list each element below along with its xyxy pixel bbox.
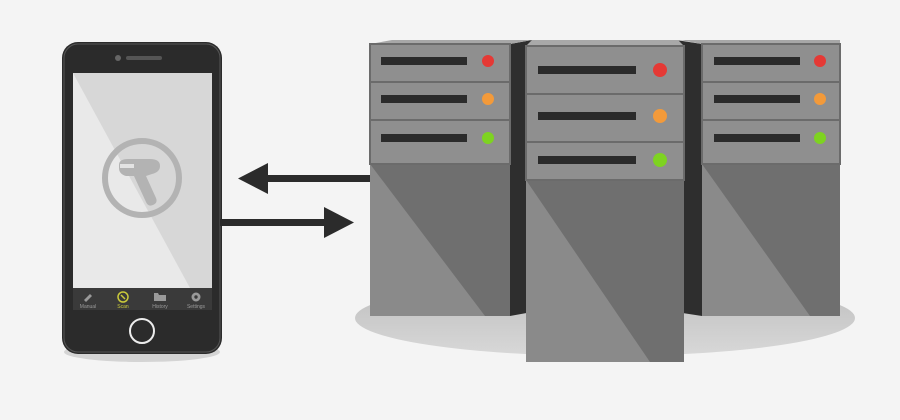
led-orange [482, 93, 494, 105]
led-red [482, 55, 494, 67]
tab-label-manual: Manual [80, 304, 96, 310]
tab-history[interactable]: History [152, 293, 168, 310]
led-orange [653, 109, 667, 123]
tab-scan[interactable]: Scan [117, 291, 129, 310]
front-camera-icon [115, 55, 121, 61]
smartphone: Manual Scan History Settings [62, 42, 222, 362]
folder-icon [154, 293, 166, 301]
home-button[interactable] [129, 318, 155, 344]
led-green [814, 132, 826, 144]
tab-settings[interactable]: Settings [187, 292, 206, 311]
server-middle [525, 40, 685, 362]
led-green [482, 132, 494, 144]
server-right [676, 40, 841, 316]
phone-bezel-highlight [63, 43, 221, 353]
scan-icon [117, 291, 129, 303]
speaker-grille [126, 56, 162, 60]
arrow-left-icon [238, 163, 370, 194]
led-red [653, 63, 667, 77]
tab-label-history: History [152, 304, 168, 310]
tab-label-scan: Scan [117, 304, 129, 310]
arrow-right-icon [220, 207, 354, 238]
led-green [653, 153, 667, 167]
barcode-scanner-icon[interactable] [102, 138, 182, 218]
led-orange [814, 93, 826, 105]
phone-tab-bar [73, 288, 212, 310]
tab-manual[interactable]: Manual [80, 294, 96, 310]
led-red [814, 55, 826, 67]
pencil-icon [84, 294, 92, 302]
server-left [369, 40, 532, 316]
tab-label-settings: Settings [187, 304, 206, 310]
